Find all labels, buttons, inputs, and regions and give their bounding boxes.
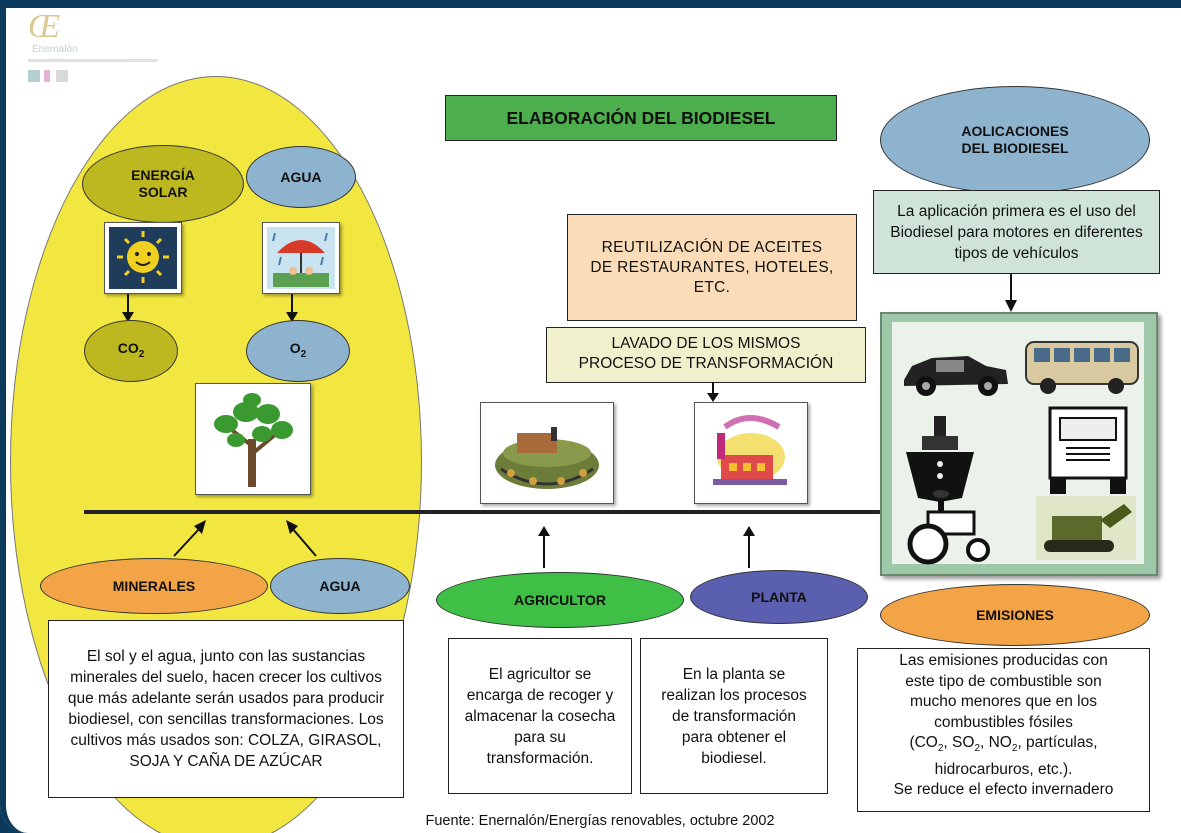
harvester-icon — [495, 427, 599, 489]
agricultor-ellipse: AGRICULTOR — [436, 572, 684, 628]
source-caption: Fuente: Enernalón/Energías renovables, o… — [425, 813, 775, 829]
energia-label-2: SOLAR — [138, 184, 188, 200]
egg-description-text: El sol y el agua, junto con las sustanci… — [67, 648, 385, 770]
title-box: ELABORACIÓN DEL BIODIESEL — [445, 95, 837, 141]
bus-icon — [1025, 341, 1139, 394]
emisiones-text-1: Las emisiones producidas con este tipo d… — [899, 652, 1108, 731]
reuse-box: REUTILIZACIÓN DE ACEITES DE RESTAURANTES… — [567, 214, 857, 321]
tree-picture — [195, 383, 311, 495]
applications-label-1: AOLICACIONES — [961, 123, 1069, 139]
applications-label-2: DEL BIODIESEL — [961, 140, 1069, 156]
agricultor-description-box: El agricultor se encarga de recoger y al… — [448, 638, 632, 794]
car-icon — [904, 356, 1008, 396]
sun-to-co2-arrow — [122, 294, 134, 322]
reuse-text: REUTILIZACIÓN DE ACEITES DE RESTAURANTES… — [590, 238, 834, 296]
minerales-arrow — [173, 520, 206, 557]
emisiones-text-3: Se reduce el efecto invernadero — [893, 781, 1114, 799]
emisiones-label: EMISIONES — [976, 606, 1054, 623]
tree-icon — [214, 393, 293, 487]
co2-label: CO2 — [117, 339, 145, 360]
agua-top-ellipse: AGUA — [246, 146, 356, 208]
agua-bottom-label: AGUA — [319, 577, 361, 594]
rain-icon — [267, 227, 335, 289]
factory-picture — [694, 402, 808, 504]
planta-ellipse: PLANTA — [690, 570, 868, 624]
logo-name: Enernalón — [32, 44, 78, 55]
truck-icon — [1048, 406, 1128, 494]
logo-icons — [28, 70, 68, 82]
wash-text-2: PROCESO DE TRANSFORMACIÓN — [578, 355, 834, 372]
emisiones-description-box: Las emisiones producidas con este tipo d… — [857, 648, 1150, 812]
logo-stripes — [28, 59, 158, 62]
agua-top-label: AGUA — [280, 168, 322, 185]
agua-arrow — [286, 520, 317, 557]
emisiones-text-2: (CO2, SO2, NO2, partículas, hidrocarburo… — [909, 734, 1098, 778]
o2-label: O2 — [289, 339, 307, 360]
emisiones-ellipse: EMISIONES — [880, 584, 1150, 646]
sun-icon — [109, 227, 177, 289]
agricultor-arrow — [538, 526, 550, 568]
co2-ellipse: CO2 — [84, 320, 178, 382]
factory-icon — [713, 415, 787, 485]
agua-bottom-ellipse: AGUA — [270, 558, 410, 614]
minerales-ellipse: MINERALES — [40, 558, 268, 614]
egg-description-box: El sol y el agua, junto con las sustanci… — [48, 620, 404, 798]
rain-to-o2-arrow — [286, 294, 298, 322]
applications-text: La aplicación primera es el uso del Biod… — [890, 202, 1143, 262]
ship-icon — [906, 416, 974, 502]
applications-box: La aplicación primera es el uso del Biod… — [873, 190, 1160, 274]
page-title: ELABORACIÓN DEL BIODIESEL — [506, 107, 776, 128]
wash-box: LAVADO DE LOS MISMOS PROCESO DE TRANSFOR… — [546, 327, 866, 383]
logo-mark: Œ — [28, 8, 61, 45]
agricultor-description-text: El agricultor se encarga de recoger y al… — [464, 665, 616, 767]
agricultor-label: AGRICULTOR — [513, 591, 607, 608]
planta-arrow — [743, 526, 755, 568]
planta-description-box: En la planta se realizan los procesos de… — [640, 638, 828, 794]
energia-label-1: ENERGÍA — [131, 167, 195, 183]
wash-to-plant-arrow — [707, 382, 719, 402]
tractor-icon — [907, 490, 990, 565]
o2-ellipse: O2 — [246, 320, 350, 382]
vehicles-panel — [880, 312, 1158, 576]
excavator-icon — [1036, 496, 1136, 560]
minerales-label: MINERALES — [112, 577, 196, 594]
logo: Œ Enernalón — [28, 10, 188, 100]
planta-description-text: En la planta se realizan los procesos de… — [661, 665, 807, 767]
wash-text-1: LAVADO DE LOS MISMOS — [611, 335, 801, 352]
process-line — [84, 510, 904, 514]
harvester-picture — [480, 402, 614, 504]
planta-label: PLANTA — [751, 588, 807, 605]
rain-picture — [262, 222, 340, 294]
applications-to-vehicles-arrow — [1005, 274, 1017, 312]
sun-picture — [104, 222, 182, 294]
